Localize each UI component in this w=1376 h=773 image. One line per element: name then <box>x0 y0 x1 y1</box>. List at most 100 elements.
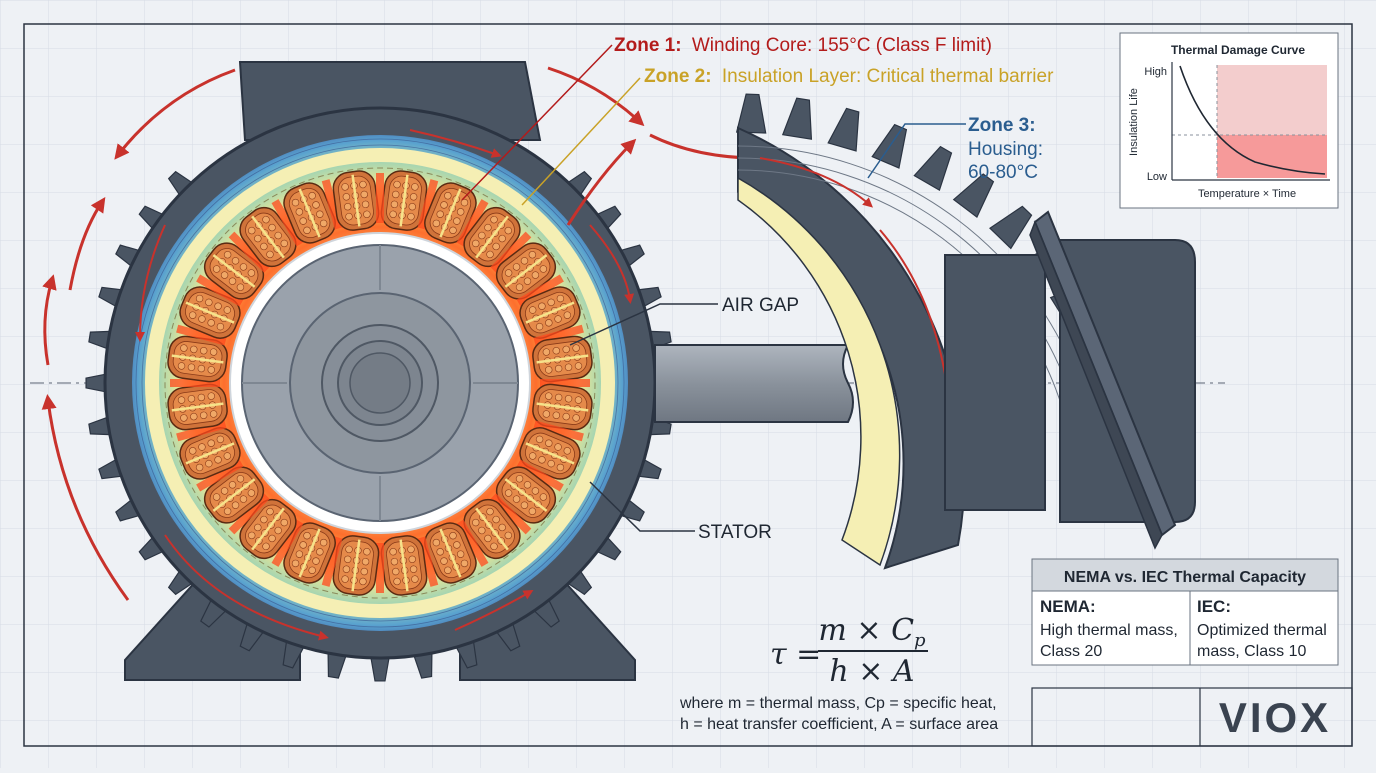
airflow-arrow-left-upper <box>68 197 106 291</box>
zone3-label: Zone 3: <box>968 115 1036 136</box>
curve-x-label: Temperature × Time <box>1198 188 1296 200</box>
end-bell-neck <box>944 254 1046 511</box>
section-heat-flow-top <box>759 157 874 208</box>
winding-coil <box>283 522 336 584</box>
formula-numerator-sub: p <box>914 630 926 651</box>
winding-coil <box>332 170 380 231</box>
winding-coil <box>463 498 521 560</box>
winding-coil <box>424 522 477 584</box>
section-insulation <box>737 176 901 567</box>
curve-line <box>1179 65 1326 175</box>
comparison-header-bg <box>1031 558 1339 592</box>
airflow-arrow-top-right <box>547 66 645 127</box>
end-bell-flange-face <box>1029 219 1163 550</box>
stator-tooth-glow <box>376 543 384 593</box>
formula-lhs: τ = <box>770 637 821 672</box>
stator-tooth-glow <box>321 536 343 587</box>
airflow-arrow-left-lower <box>41 394 130 601</box>
nema-head: NEMA: <box>1040 597 1096 616</box>
section-layer-line <box>737 157 1077 413</box>
stator-tooth-glow <box>228 231 270 273</box>
section-fin <box>913 145 953 192</box>
zone3-line2: 60-80°C <box>968 162 1038 183</box>
iec-line1: Optimized thermal <box>1197 622 1327 639</box>
formula-note-line1: where m = thermal mass, Cp = specific he… <box>679 695 997 712</box>
winding-coil <box>495 242 557 300</box>
section-fin <box>735 93 767 134</box>
zone1-text: Winding Core: 155°C (Class F limit) <box>692 35 992 56</box>
section-fin <box>988 205 1033 250</box>
winding-coil <box>167 335 228 383</box>
curve-y-label: Insulation Life <box>1128 88 1140 156</box>
zone3-line1: Housing: <box>968 139 1043 160</box>
formula-numerator-main: m × C <box>818 613 914 648</box>
stator-tooth-glow <box>490 231 532 273</box>
stator-tooth-glow <box>533 420 584 442</box>
airflow-arrow-right-upper <box>566 138 637 226</box>
comparison-title: NEMA vs. IEC Thermal Capacity <box>1064 569 1306 586</box>
stator-tooth-glow <box>376 173 384 223</box>
zone3-leader <box>867 123 966 179</box>
zone1-leader <box>461 44 613 201</box>
winding-coil <box>532 383 593 431</box>
heat-flow-right <box>589 224 635 304</box>
insulation-boundary <box>164 167 596 599</box>
shaft-center <box>349 352 411 414</box>
winding-coil <box>532 335 593 383</box>
zone1-callout: Zone 1: Winding Core: 155°C (Class F lim… <box>614 35 992 56</box>
nema-line2: Class 20 <box>1040 643 1102 660</box>
formula-note-line2: h = heat transfer coefficient, A = surfa… <box>680 716 998 733</box>
outer-frame <box>23 23 1353 747</box>
curve-y-low: Low <box>1147 171 1167 183</box>
formula-numerator: m × Cp <box>818 613 926 651</box>
stator-leader <box>589 481 695 532</box>
brand-logo: VIOX <box>1219 694 1331 741</box>
stator-tooth-glow <box>228 493 270 535</box>
stator-tooth-glow <box>516 459 564 492</box>
brand-frame <box>1031 687 1353 747</box>
heat-flow-left <box>135 224 166 342</box>
stator-tooth-glow <box>196 274 244 307</box>
zone1-label: Zone 1: <box>614 35 682 56</box>
internal-heat-flow-arrows <box>135 129 635 641</box>
insulation-layer <box>145 148 615 618</box>
zone2-callout: Zone 2: Insulation Layer: Critical therm… <box>644 66 1054 87</box>
heat-flow-bottom <box>164 534 329 641</box>
winding-coil <box>239 206 297 268</box>
motor-body <box>41 61 854 682</box>
curve-critical-zone <box>1217 135 1327 178</box>
stator-tooth-glow <box>271 519 304 567</box>
airflow-arrows <box>41 66 776 601</box>
winding-coil <box>179 286 241 339</box>
airflow-arrow-top-left <box>114 68 236 160</box>
end-bell <box>944 210 1196 550</box>
curve-title: Thermal Damage Curve <box>1171 43 1305 57</box>
housing-layer-line <box>141 144 619 622</box>
formula-denominator: h × A <box>829 654 914 689</box>
winding-coil <box>167 383 228 431</box>
zone2-label: Zone 2: <box>644 66 712 87</box>
stator-tooth-glow <box>456 199 489 247</box>
comparison-table: NEMA vs. IEC Thermal Capacity NEMA: High… <box>1031 558 1339 666</box>
time-constant-formula: τ = m × Cp h × A where m = thermal mass,… <box>679 613 998 733</box>
winding-coil <box>380 535 428 596</box>
stator-tooth-glow <box>490 493 532 535</box>
winding-coil <box>283 182 336 244</box>
iec-head: IEC: <box>1197 597 1231 616</box>
zone2-text: Insulation Layer: Critical thermal barri… <box>722 66 1054 87</box>
section-fin <box>827 107 860 152</box>
heat-flow-bottom-right <box>454 590 534 631</box>
section-fin <box>952 173 995 218</box>
heat-flow-top <box>409 129 502 158</box>
stator-windings <box>167 170 593 596</box>
rotor-slots <box>242 245 518 521</box>
winding-coil <box>519 427 581 480</box>
nema-line1: High thermal mass, <box>1040 622 1178 639</box>
winding-coil <box>332 535 380 596</box>
zone2-leader <box>521 77 641 206</box>
stator-label: STATOR <box>698 522 772 543</box>
section-fin <box>781 97 813 140</box>
airflow-arrow-left-mid <box>42 274 57 366</box>
